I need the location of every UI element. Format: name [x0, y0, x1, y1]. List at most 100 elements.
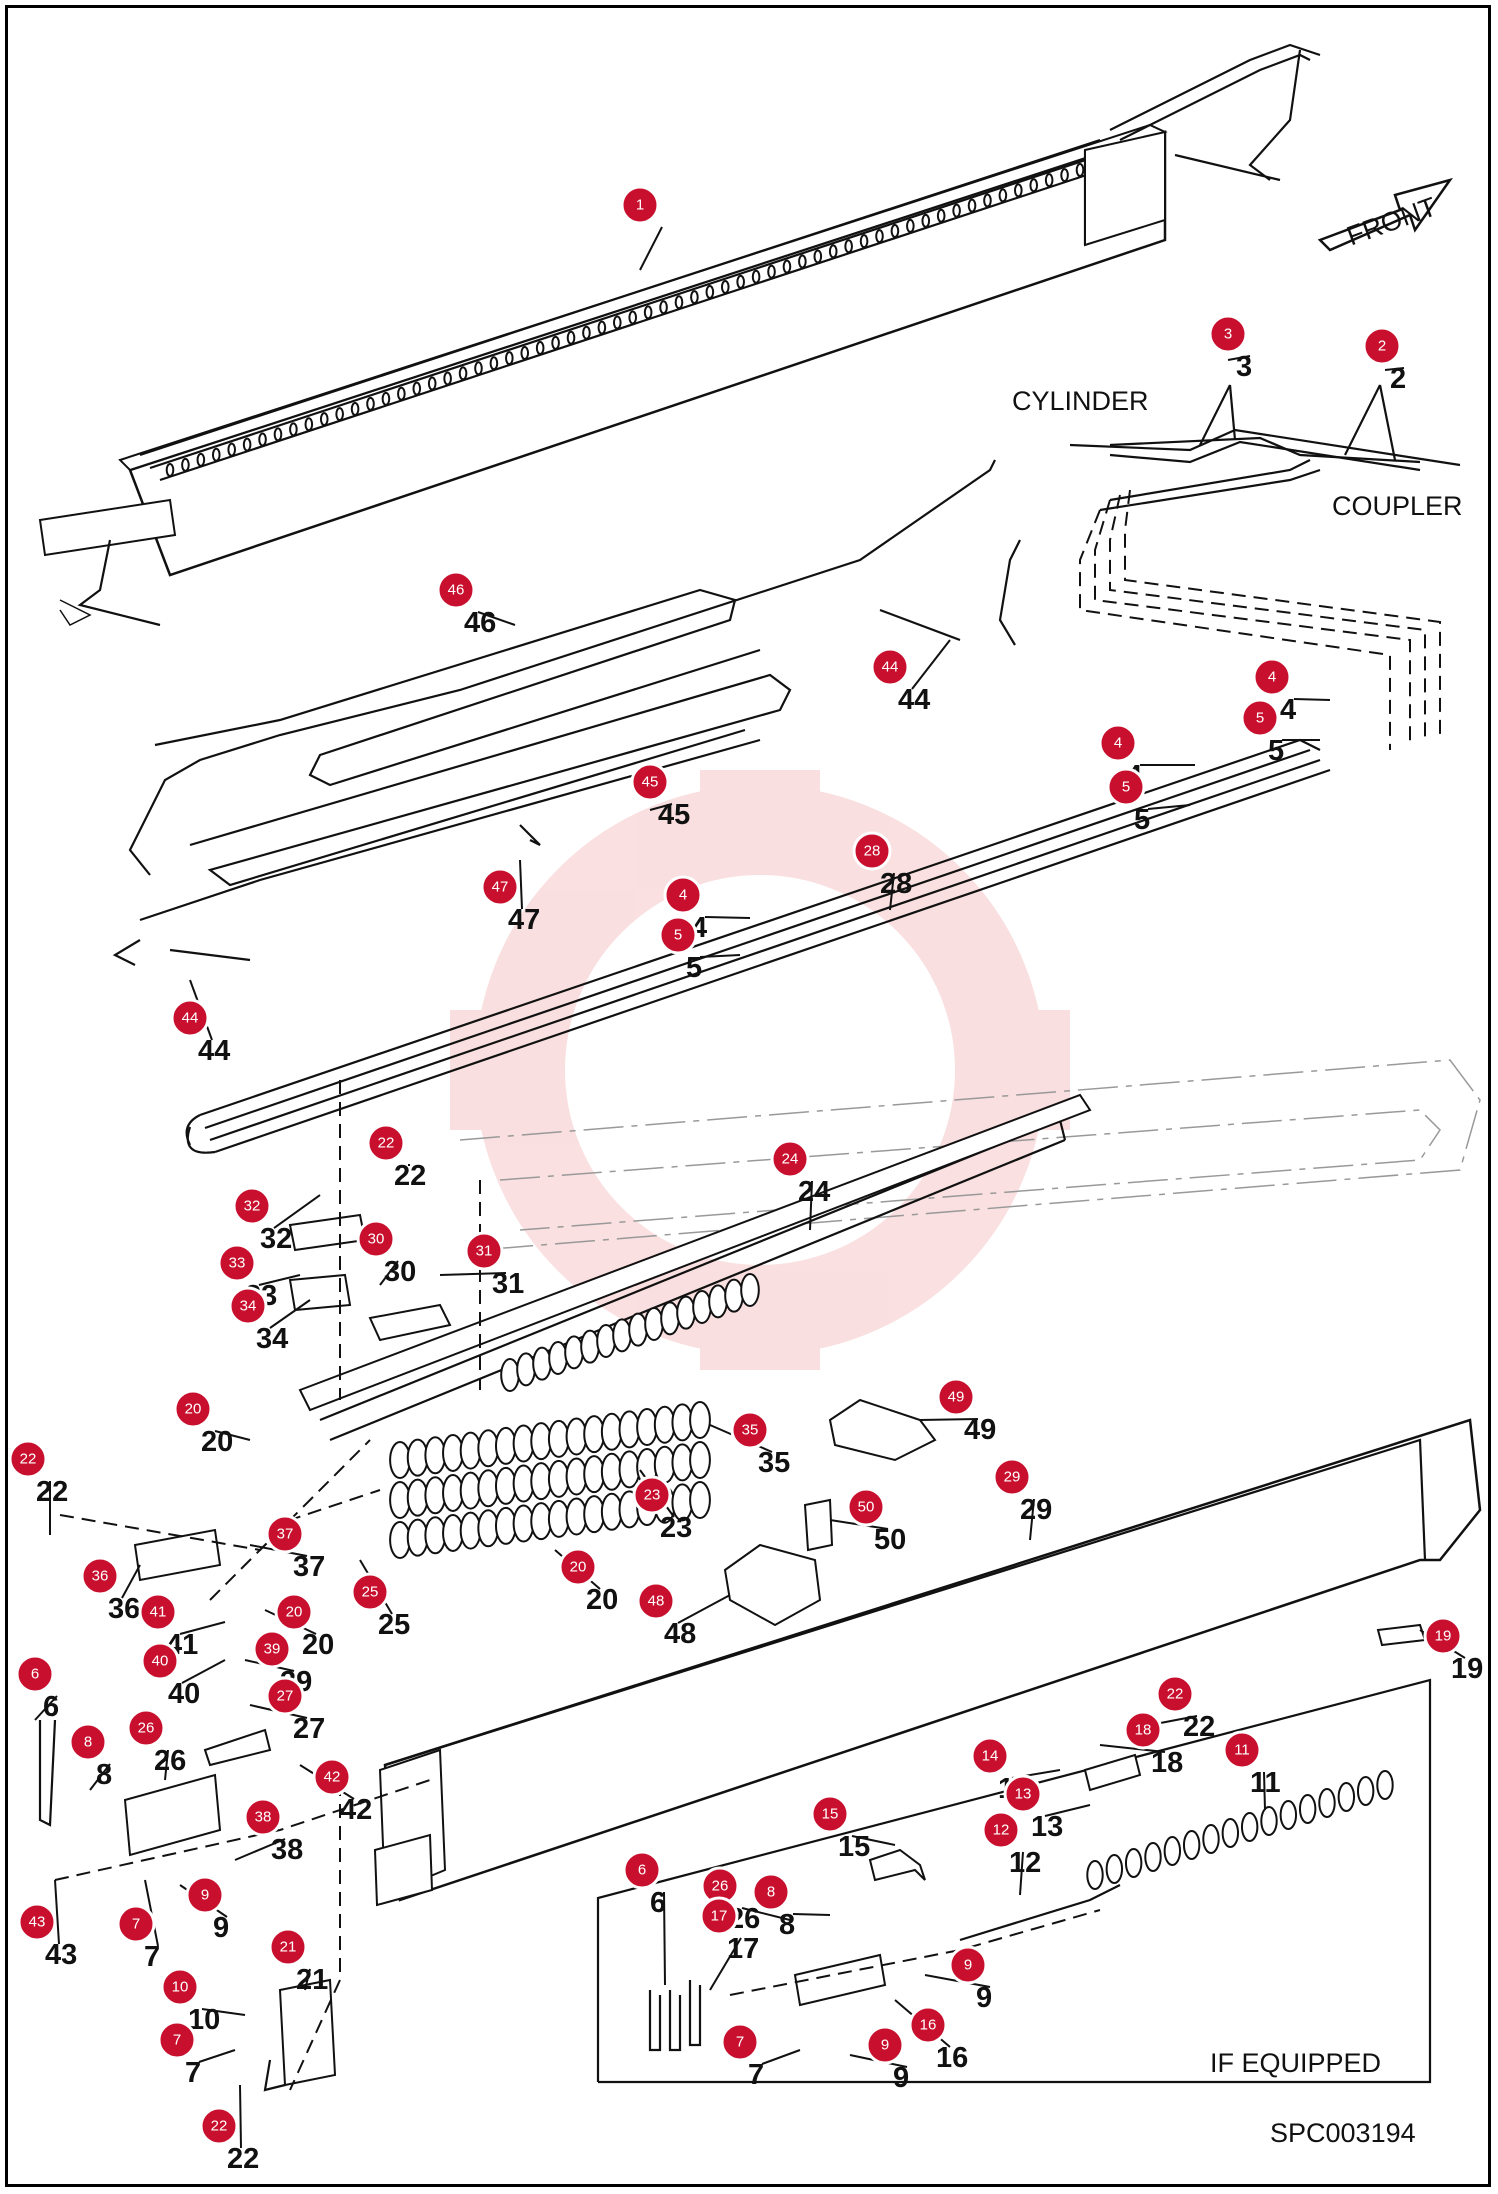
part-number-label: 30 [384, 1256, 416, 1288]
badge-number: 28 [864, 843, 881, 860]
chain-link [381, 391, 391, 406]
leader-line [911, 639, 951, 690]
chain-link [500, 1358, 520, 1392]
chain-link [660, 1301, 680, 1336]
part-number-label: 28 [880, 868, 912, 900]
leader-line [214, 1430, 251, 1441]
chain-link [319, 412, 329, 427]
part-number-label: 5 [1134, 804, 1150, 836]
badge-number: 34 [240, 1298, 257, 1315]
chain-link [906, 218, 915, 233]
badge-number: 18 [1135, 1722, 1152, 1739]
chain-link [1240, 1812, 1259, 1842]
leader-line [379, 1260, 399, 1286]
chain-link [844, 239, 853, 254]
badge-circle [1240, 698, 1280, 738]
part-number-label: 7 [144, 1941, 160, 1973]
badge-circle [228, 1286, 268, 1326]
chain-link [242, 437, 252, 452]
chain-link [458, 366, 468, 381]
left-bracket-hardware [38, 1080, 937, 2092]
part-number-label: 9 [976, 1982, 992, 2014]
chain-link [689, 1441, 711, 1479]
badge-number: 21 [280, 1939, 297, 1956]
badge-number: 7 [736, 2034, 744, 2051]
chain-link [289, 422, 298, 437]
chain-link [1124, 1848, 1143, 1878]
part-badge-7: 77 [157, 2020, 201, 2089]
part-number-label: 45 [658, 799, 690, 831]
chain-link [366, 396, 375, 411]
part-number-label: 19 [1451, 1653, 1483, 1685]
chain-link [859, 234, 869, 249]
leader-line [89, 1763, 111, 1791]
chain-link [798, 254, 807, 269]
leader-line [1384, 367, 1405, 371]
badge-number: 5 [1122, 779, 1130, 796]
badge-circle [312, 1757, 352, 1797]
badge-circle [350, 1572, 390, 1612]
badge-number: 4 [1268, 669, 1276, 686]
part-number-label: 29 [1020, 1494, 1052, 1526]
leader-line [639, 226, 663, 271]
part-badge-2: 22 [1362, 326, 1406, 395]
chain-link [1376, 1770, 1394, 1800]
badge-number: 14 [982, 1748, 999, 1765]
leader-line [1293, 698, 1331, 701]
badge-number: 39 [264, 1641, 281, 1658]
chain-link [211, 447, 221, 462]
badge-circle [620, 185, 660, 225]
front-direction-arrow: FRONT [1317, 177, 1454, 252]
badge-circle [948, 1945, 988, 1985]
chain-link [532, 1346, 552, 1381]
part-badge-8: 88 [751, 1872, 795, 1941]
leader-line [198, 2049, 236, 2063]
chain-links [165, 163, 1394, 1890]
badge-number: 11 [1234, 1742, 1250, 1759]
part-number-label: 7 [185, 2057, 201, 2089]
chain-link [689, 1481, 711, 1519]
part-badge-3: 33 [1208, 314, 1252, 383]
chain-link [304, 417, 314, 432]
leader-line [239, 2084, 242, 2149]
badge-circle [138, 1592, 178, 1632]
chain-link [659, 300, 668, 315]
chain-link [427, 376, 437, 391]
badge-circle [846, 1487, 886, 1527]
chain-link [489, 356, 499, 371]
badge-number: 20 [185, 1401, 202, 1418]
part-number-label: 42 [340, 1794, 372, 1826]
badge-number: 2 [1378, 338, 1386, 355]
badge-number: 10 [172, 1979, 189, 1996]
badge-circle [622, 1850, 662, 1890]
leader-line [851, 1835, 896, 1846]
figure-id-label: SPC003194 [1270, 2118, 1416, 2148]
badge-circle [126, 1708, 166, 1748]
part-number-label: 7 [748, 2059, 764, 2091]
chain-link [1014, 183, 1023, 198]
chain-link [1356, 1776, 1375, 1806]
badge-circle [185, 1875, 225, 1915]
part-number-label: 50 [874, 1524, 906, 1556]
part-badge-7: 77 [116, 1904, 160, 1973]
part-number-label: 25 [378, 1609, 410, 1641]
chain-link [828, 244, 838, 259]
chain-link [597, 320, 607, 335]
chain-link [720, 279, 730, 294]
badge-circle [810, 1794, 850, 1834]
leader-line [663, 1891, 666, 1986]
part-number-label: 6 [650, 1887, 666, 1919]
